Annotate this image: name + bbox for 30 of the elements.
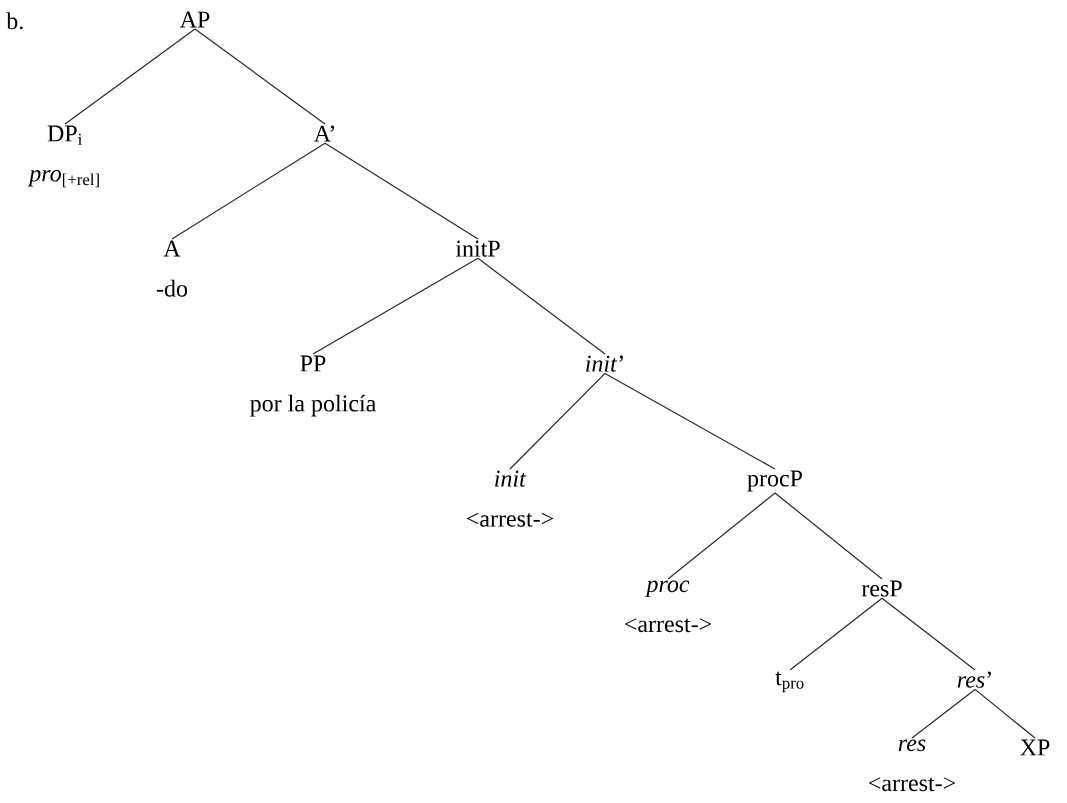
tree-branch: [324, 142, 479, 240]
tree-label: init <arrest->: [467, 470, 554, 527]
tree-label: A -do: [156, 240, 188, 297]
tree-branch: [509, 372, 606, 470]
tree-label: DP$_{i}$ pro$_{[+rel]}$: [27, 125, 99, 188]
tree-label: init’: [586, 355, 623, 372]
tree-branch: [64, 28, 196, 125]
tree-branch: [974, 688, 1036, 739]
tree-label: initP: [455, 240, 500, 257]
tree-branch: [312, 257, 479, 355]
tree-label: A’: [313, 125, 335, 142]
tree-label: XP: [1020, 739, 1050, 756]
tree-branch: [604, 372, 776, 470]
tree-branch: [774, 492, 883, 580]
tree-label: AP: [179, 11, 210, 28]
tree-branch: [171, 142, 326, 240]
tree-label: res’: [957, 671, 991, 688]
tree-branch: [194, 28, 326, 125]
tree-label: PP por la policía: [250, 355, 376, 417]
tree-branch: [881, 597, 976, 671]
tree-branch: [667, 492, 776, 580]
list-marker: b.: [6, 12, 23, 30]
tree-label: procP: [747, 470, 803, 492]
tree-label: resP: [861, 580, 902, 597]
tree-branch: [789, 597, 883, 671]
tree-branch: [477, 257, 606, 355]
tree-label: t$_{pro}$: [775, 671, 804, 693]
tree-label: res <arrest->: [869, 739, 956, 792]
tree-label: proc <arrest->: [625, 580, 712, 633]
tree-branch: [911, 688, 976, 739]
